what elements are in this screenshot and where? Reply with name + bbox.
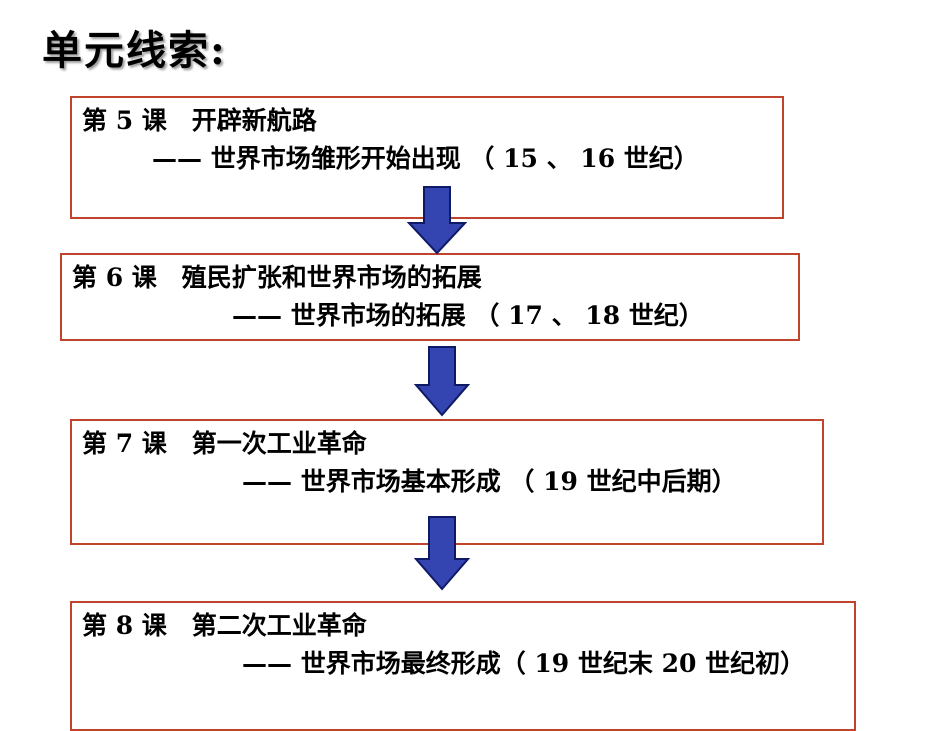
page-title: 单元线索: [42, 27, 227, 74]
lesson-subtitle: —— 世界市场雏形开始出现 （ 15 、 16 世纪） [152, 144, 699, 173]
down-arrow-icon [414, 516, 470, 591]
lesson-subtitle: —— 世界市场的拓展 （ 17 、 18 世纪） [232, 301, 704, 330]
down-arrow-icon [414, 346, 470, 417]
lesson-heading: 第 6 课 殖民扩张和世界市场的拓展 [72, 263, 482, 292]
lesson-heading: 第 5 课 开辟新航路 [82, 106, 317, 135]
down-arrow-icon [407, 186, 467, 255]
lesson-box-8: 第 8 课 第二次工业革命 —— 世界市场最终形成（ 19 世纪末 20 世纪初… [70, 601, 856, 731]
lesson-heading: 第 8 课 第二次工业革命 [82, 611, 367, 640]
lesson-heading: 第 7 课 第一次工业革命 [82, 429, 367, 458]
lesson-box-6: 第 6 课 殖民扩张和世界市场的拓展 —— 世界市场的拓展 （ 17 、 18 … [60, 253, 800, 341]
lesson-subtitle: —— 世界市场基本形成 （ 19 世纪中后期） [242, 467, 737, 496]
lesson-subtitle: —— 世界市场最终形成（ 19 世纪末 20 世纪初） [242, 649, 806, 678]
